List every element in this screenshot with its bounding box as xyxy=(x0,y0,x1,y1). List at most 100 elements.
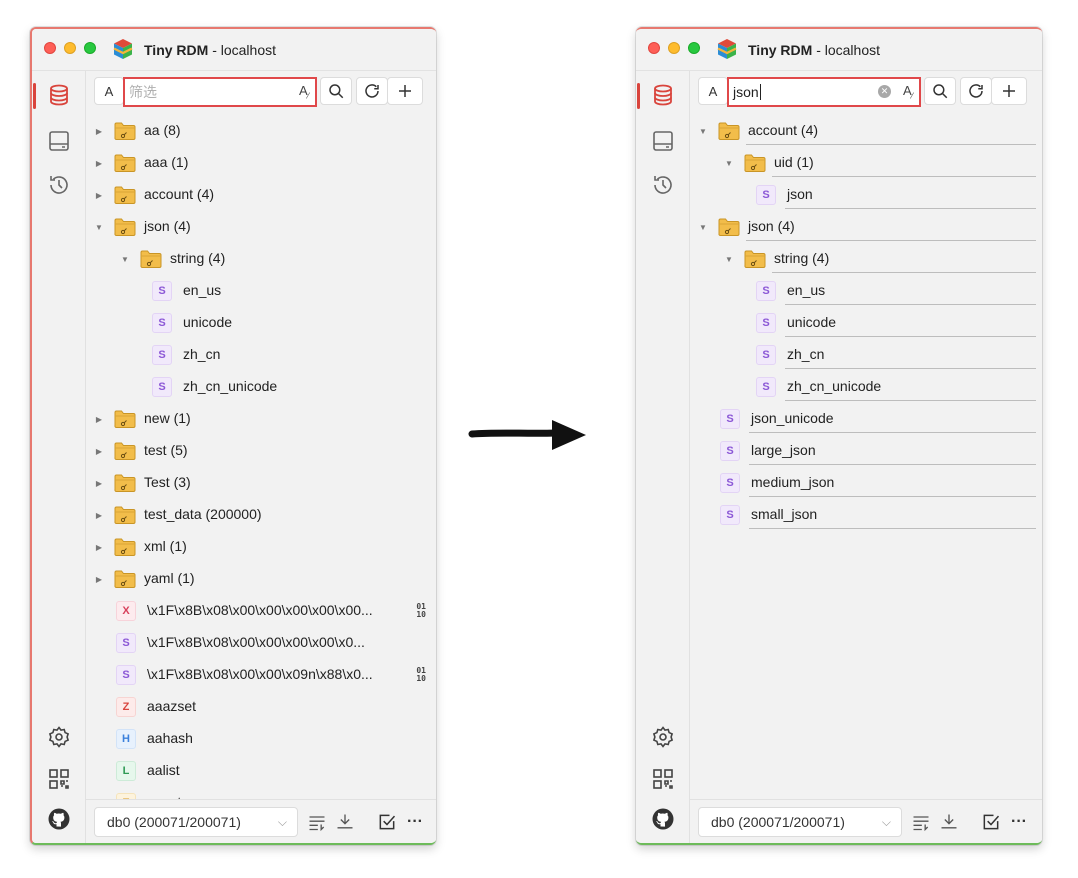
database-select[interactable]: db0 (200071/200071) ⌵ xyxy=(94,807,298,837)
search-icon[interactable] xyxy=(924,77,956,105)
caret-down-icon[interactable]: ▼ xyxy=(699,126,707,136)
caret-right-icon[interactable]: ▶ xyxy=(95,478,103,488)
tree-folder-row[interactable]: ▶aa (8) xyxy=(86,115,436,147)
tree-folder-row[interactable]: ▼json (4) xyxy=(690,211,1042,243)
caret-down-icon[interactable]: ▼ xyxy=(699,222,707,232)
tree-folder-row[interactable]: ▼string (4) xyxy=(86,243,436,275)
more-icon[interactable]: ··· xyxy=(1011,813,1027,830)
maximize-window-button[interactable] xyxy=(688,42,700,54)
case-sensitive-icon[interactable]: A xyxy=(94,77,124,105)
tree-folder-row[interactable]: ▶test (5) xyxy=(86,435,436,467)
tree-row-label: zh_cn xyxy=(183,346,221,362)
search-icon[interactable] xyxy=(320,77,352,105)
settings-icon[interactable] xyxy=(45,723,73,751)
check-square-icon[interactable] xyxy=(980,811,1002,833)
layout-icon[interactable] xyxy=(45,765,73,793)
tree-folder-row[interactable]: ▼json (4) xyxy=(86,211,436,243)
caret-right-icon[interactable]: ▶ xyxy=(95,158,103,168)
caret-right-icon[interactable]: ▶ xyxy=(95,190,103,200)
caret-down-icon[interactable]: ▼ xyxy=(725,254,733,264)
filter-list-icon[interactable] xyxy=(306,811,328,833)
filter-input[interactable]: 筛选 A⁄ xyxy=(123,77,317,107)
minimize-window-button[interactable] xyxy=(64,42,76,54)
github-icon[interactable] xyxy=(649,805,677,833)
layout-icon[interactable] xyxy=(649,765,677,793)
caret-right-icon[interactable]: ▶ xyxy=(95,574,103,584)
maximize-window-button[interactable] xyxy=(84,42,96,54)
caret-right-icon[interactable]: ▶ xyxy=(95,510,103,520)
database-icon[interactable] xyxy=(649,81,677,109)
case-sensitive-icon[interactable]: A xyxy=(698,77,728,105)
terminal-icon[interactable] xyxy=(649,127,677,155)
match-case-icon[interactable]: A⁄ xyxy=(298,83,309,101)
settings-icon[interactable] xyxy=(649,723,677,751)
history-icon[interactable] xyxy=(45,171,73,199)
database-icon[interactable] xyxy=(45,81,73,109)
tree-folder-row[interactable]: ▼account (4) xyxy=(690,115,1042,147)
database-select[interactable]: db0 (200071/200071) ⌵ xyxy=(698,807,902,837)
caret-right-icon[interactable]: ▶ xyxy=(95,414,103,424)
caret-down-icon[interactable]: ▼ xyxy=(121,254,129,264)
terminal-icon[interactable] xyxy=(45,127,73,155)
key-type-badge: S xyxy=(720,473,740,493)
tree-key-row[interactable]: Eaaset xyxy=(86,787,436,799)
github-icon[interactable] xyxy=(45,805,73,833)
tree-folder-row[interactable]: ▶test_data (200000) xyxy=(86,499,436,531)
row-divider xyxy=(772,176,1036,177)
caret-down-icon[interactable]: ▼ xyxy=(95,222,103,232)
caret-right-icon[interactable]: ▶ xyxy=(95,542,103,552)
history-icon[interactable] xyxy=(649,171,677,199)
key-type-badge: S xyxy=(152,377,172,397)
caret-right-icon[interactable]: ▶ xyxy=(95,126,103,136)
filter-list-icon[interactable] xyxy=(910,811,932,833)
tree-folder-row[interactable]: ▼string (4) xyxy=(690,243,1042,275)
tree-folder-row[interactable]: ▶Test (3) xyxy=(86,467,436,499)
caret-down-icon[interactable]: ▼ xyxy=(725,158,733,168)
check-square-icon[interactable] xyxy=(376,811,398,833)
tree-folder-row[interactable]: ▶account (4) xyxy=(86,179,436,211)
import-icon[interactable] xyxy=(938,811,960,833)
close-window-button[interactable] xyxy=(648,42,660,54)
tree-folder-row[interactable]: ▶new (1) xyxy=(86,403,436,435)
title-bar: Tiny RDM - localhost xyxy=(32,29,436,71)
more-icon[interactable]: ··· xyxy=(407,813,423,830)
close-window-button[interactable] xyxy=(44,42,56,54)
tree-key-row[interactable]: S\x1F\x8B\x08\x00\x00\x00\x00\x0... xyxy=(86,627,436,659)
tree-folder-row[interactable]: ▼uid (1) xyxy=(690,147,1042,179)
tree-folder-row[interactable]: ▶yaml (1) xyxy=(86,563,436,595)
caret-right-icon[interactable]: ▶ xyxy=(95,446,103,456)
match-case-icon[interactable]: A⁄ xyxy=(902,83,913,101)
tree-row-label: en_us xyxy=(183,282,222,298)
key-type-badge: S xyxy=(152,345,172,365)
tree-folder-row[interactable]: ▶aaa (1) xyxy=(86,147,436,179)
minimize-window-button[interactable] xyxy=(668,42,680,54)
import-icon[interactable] xyxy=(334,811,356,833)
filter-input[interactable]: json ✕ A⁄ xyxy=(727,77,921,107)
clear-input-icon[interactable]: ✕ xyxy=(878,85,891,98)
filter-value: json xyxy=(733,84,759,100)
add-icon[interactable] xyxy=(387,77,423,105)
refresh-icon[interactable] xyxy=(356,77,388,105)
add-icon[interactable] xyxy=(991,77,1027,105)
refresh-icon[interactable] xyxy=(960,77,992,105)
app-logo-icon xyxy=(113,39,133,59)
tree-folder-row[interactable]: ▶xml (1) xyxy=(86,531,436,563)
